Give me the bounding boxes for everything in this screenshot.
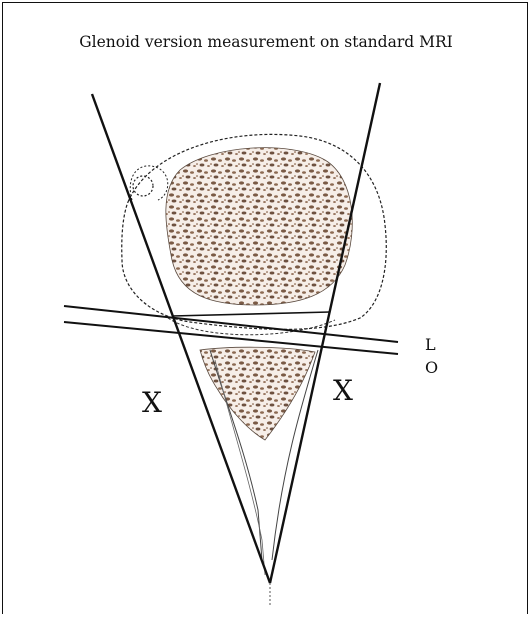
- coracoid-circle: [132, 175, 154, 197]
- glenoid-contour: [167, 317, 336, 336]
- label-L: L: [425, 335, 436, 354]
- line-L: [63, 305, 399, 343]
- label-O: O: [425, 358, 438, 377]
- scapular-body-inner: [214, 359, 266, 576]
- coracoid-loop: [129, 165, 169, 201]
- right-axis-line: [268, 82, 382, 584]
- humeral-head: [165, 147, 353, 306]
- label-x-left: X: [142, 386, 162, 419]
- label-x-right: X: [333, 374, 353, 407]
- figure-title: Glenoid version measurement on standard …: [79, 33, 453, 51]
- glenoid-bone: [199, 346, 316, 441]
- scapular-body-contour: [209, 349, 319, 561]
- scapula-outline: [121, 133, 387, 330]
- glenoid-face-line: [171, 311, 331, 317]
- line-O: [63, 321, 399, 355]
- left-axis-line: [90, 93, 272, 584]
